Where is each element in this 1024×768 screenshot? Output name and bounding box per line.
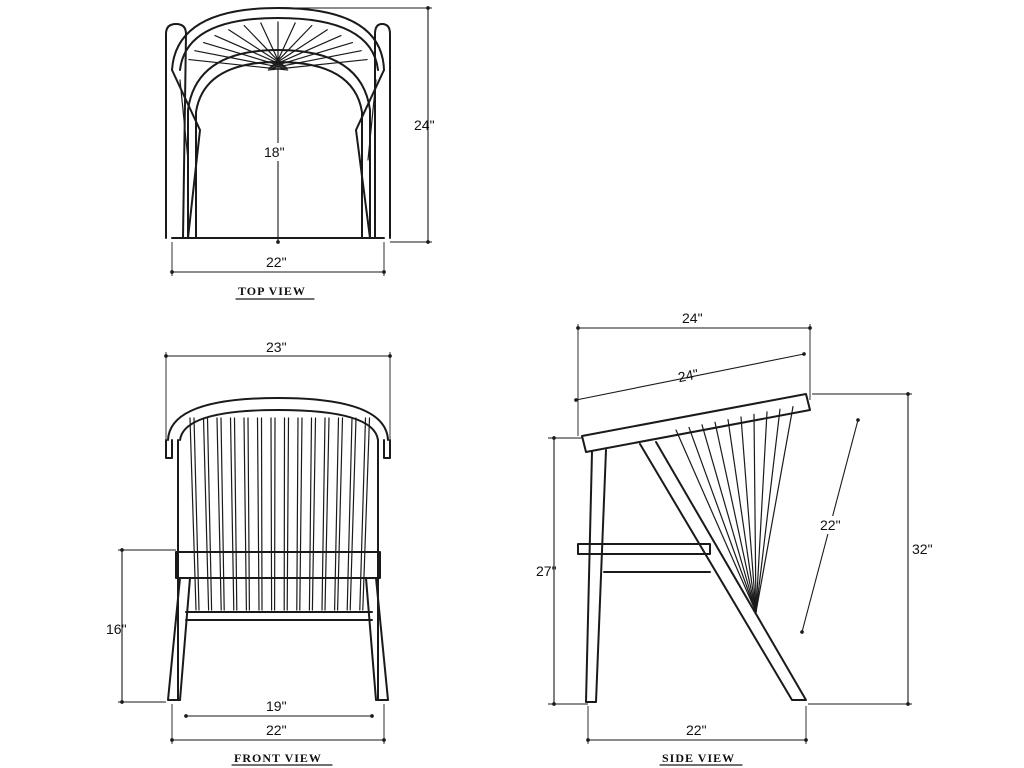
- top-width-label: 22": [266, 254, 287, 270]
- spindle-line: [324, 417, 330, 611]
- spindle-line: [755, 408, 781, 613]
- top-view: 24" 18" 22" TOP VIEW: [165, 6, 435, 300]
- front-view-title: FRONT VIEW: [234, 751, 322, 765]
- front-inner-width-label: 19": [266, 698, 287, 714]
- side-back-height-label: 22": [820, 517, 841, 533]
- spindle-line: [701, 424, 757, 613]
- spindle-line: [740, 416, 757, 613]
- side-base-depth-label: 22": [686, 722, 707, 738]
- spindle-line: [753, 413, 757, 613]
- front-base-width-label: 22": [266, 722, 287, 738]
- spindle-line: [359, 417, 367, 611]
- spindle-line: [243, 417, 247, 611]
- front-overall-width-label: 23": [266, 339, 287, 355]
- spindle-line: [202, 42, 287, 68]
- spindle-line: [214, 34, 286, 67]
- spindle-line: [273, 24, 313, 66]
- spindle-line: [270, 34, 342, 67]
- top-depth-label: 24": [414, 117, 435, 133]
- top-view-dimensions: 24" 18" 22": [170, 6, 435, 276]
- spindle-line: [270, 417, 273, 611]
- side-arm-height-label: 27": [536, 563, 557, 579]
- top-view-spindles: [188, 21, 368, 71]
- spindle-line: [267, 58, 368, 71]
- spindle-line: [727, 419, 757, 613]
- spindle-line: [688, 426, 757, 613]
- spindle-line: [321, 417, 326, 611]
- front-view-spindles: [189, 417, 371, 611]
- side-view-spindles: [675, 406, 794, 613]
- spindle-line: [243, 24, 283, 66]
- front-view-chair: [165, 397, 391, 701]
- spindle-line: [275, 22, 296, 65]
- spindle-line: [260, 417, 263, 611]
- spindle-line: [233, 417, 238, 611]
- spindle-line: [675, 429, 757, 613]
- spindle-line: [216, 417, 222, 611]
- spindle-line: [269, 42, 354, 68]
- spindle-line: [755, 406, 794, 613]
- side-view-dimensions: 24" 24" 27" 22" 32" 22": [536, 310, 933, 744]
- spindle-line: [714, 421, 757, 613]
- front-view-dimensions: 23" 16" 19" 22": [106, 339, 392, 744]
- spindle-line: [220, 417, 225, 611]
- spindle-line: [755, 411, 768, 613]
- spindle-line: [272, 29, 328, 66]
- spindle-line: [296, 417, 299, 611]
- side-view-chair: [577, 393, 811, 703]
- spindle-line: [228, 29, 284, 66]
- spindle-line: [268, 50, 362, 70]
- front-view: 23" 16" 19" 22" FRONT VIEW: [106, 339, 392, 766]
- side-overall-height-label: 32": [912, 541, 933, 557]
- spindle-line: [308, 417, 313, 611]
- spindle-line: [260, 22, 281, 65]
- top-seat-depth-label: 18": [264, 144, 285, 160]
- spindle-line: [311, 417, 317, 611]
- spindle-line: [286, 417, 290, 611]
- spindle-line: [229, 417, 235, 611]
- side-view: 24" 24" 27" 22" 32" 22" SIDE VIEW: [536, 310, 933, 766]
- side-arm-length-label: 24": [677, 366, 700, 386]
- top-view-title: TOP VIEW: [238, 284, 306, 298]
- side-view-title: SIDE VIEW: [662, 751, 735, 765]
- front-seat-height-label: 16": [106, 621, 127, 637]
- spindle-line: [247, 417, 250, 611]
- spindle-line: [256, 417, 260, 611]
- spindle-line: [299, 417, 303, 611]
- side-overall-depth-label: 24": [682, 310, 703, 326]
